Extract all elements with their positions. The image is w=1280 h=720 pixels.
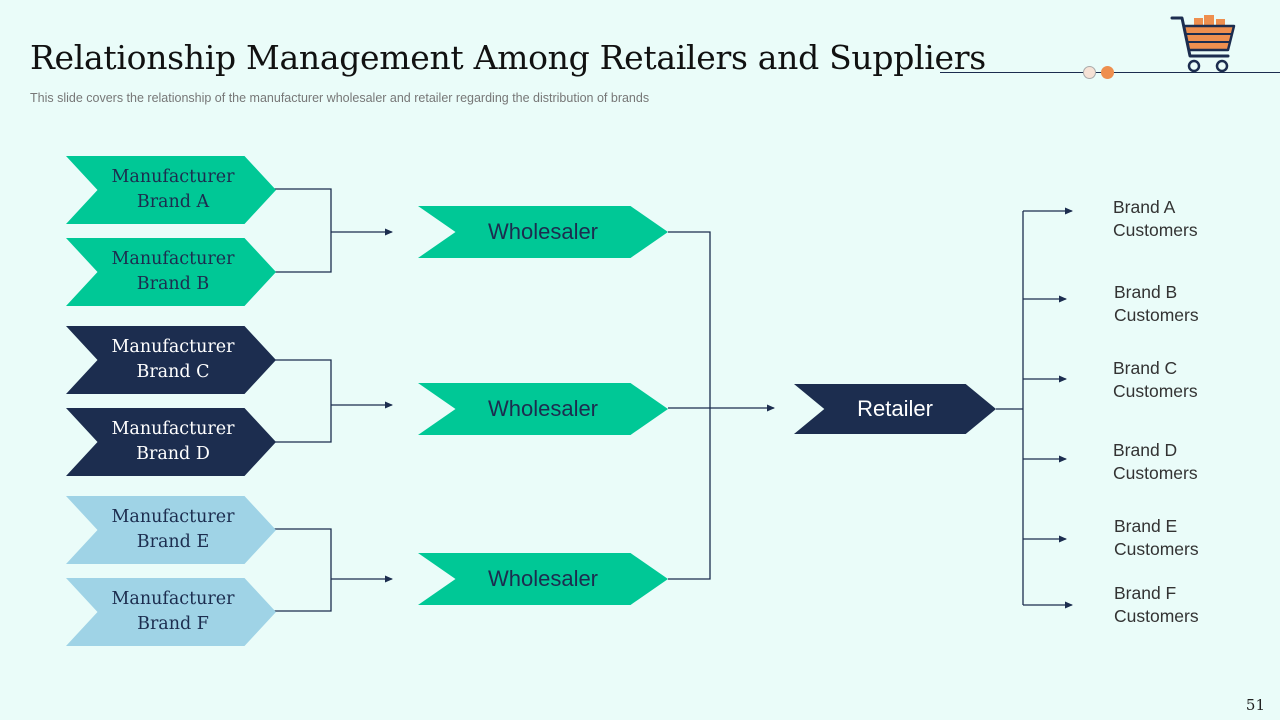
shopping-cart-icon bbox=[1170, 15, 1236, 73]
customers-brand-b: Brand B Customers bbox=[1114, 282, 1199, 325]
manufacturer-brand-d: Manufacturer Brand D bbox=[66, 408, 276, 476]
retailer: Retailer bbox=[794, 384, 996, 434]
customers-brand-a: Brand A Customers bbox=[1113, 197, 1198, 240]
customers-brand-d: Brand D Customers bbox=[1113, 440, 1198, 483]
customers-brand-f: Brand F Customers bbox=[1114, 583, 1199, 626]
wholesaler-3: Wholesaler bbox=[418, 553, 668, 605]
bracket-c-d bbox=[274, 359, 332, 443]
page-number: 51 bbox=[1245, 696, 1265, 714]
manufacturer-brand-e: Manufacturer Brand E bbox=[66, 496, 276, 564]
manufacturer-brand-f: Manufacturer Brand F bbox=[66, 578, 276, 646]
manufacturer-brand-a: Manufacturer Brand A bbox=[66, 156, 276, 224]
wholesaler-2: Wholesaler bbox=[418, 383, 668, 435]
decor-dot-orange bbox=[1101, 66, 1114, 79]
slide-title: Relationship Management Among Retailers … bbox=[30, 38, 986, 77]
decor-dot-light bbox=[1083, 66, 1096, 79]
wholesaler-1: Wholesaler bbox=[418, 206, 668, 258]
bracket-wholesalers bbox=[668, 231, 711, 580]
bracket-a-b bbox=[274, 188, 332, 273]
customers-brand-c: Brand C Customers bbox=[1113, 358, 1198, 401]
bracket-e-f bbox=[274, 528, 332, 612]
manufacturer-brand-c: Manufacturer Brand C bbox=[66, 326, 276, 394]
manufacturer-brand-b: Manufacturer Brand B bbox=[66, 238, 276, 306]
customers-brand-e: Brand E Customers bbox=[1114, 516, 1199, 559]
slide-subtitle: This slide covers the relationship of th… bbox=[30, 91, 650, 105]
